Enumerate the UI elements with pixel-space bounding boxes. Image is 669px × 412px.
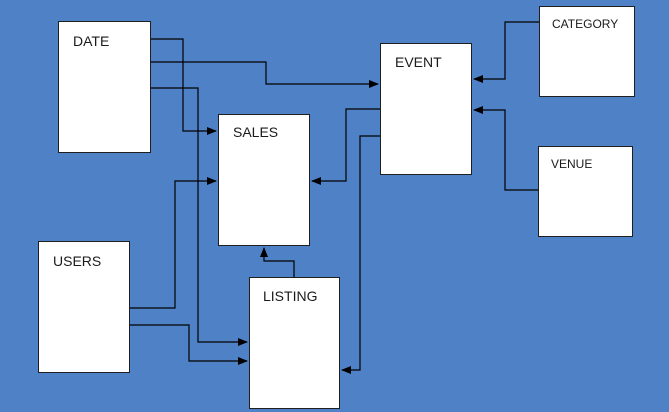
entity-users: USERS bbox=[38, 241, 130, 373]
connector-listing-sales bbox=[260, 247, 295, 277]
entity-date: DATE bbox=[58, 21, 151, 153]
entity-category: CATEGORY bbox=[539, 6, 635, 97]
entity-date-label: DATE bbox=[73, 33, 110, 49]
entity-sales: SALES bbox=[218, 114, 310, 246]
connector-venue-event bbox=[473, 106, 538, 191]
connector-event-sales bbox=[311, 108, 380, 185]
connector-date-event bbox=[151, 61, 379, 88]
entity-venue: VENUE bbox=[538, 146, 633, 237]
connector-users-listing bbox=[130, 324, 248, 365]
connector-date-listing bbox=[151, 87, 248, 346]
entity-event: EVENT bbox=[380, 43, 472, 175]
entity-listing: LISTING bbox=[249, 277, 340, 409]
connector-category-event bbox=[473, 21, 539, 83]
entity-category-label: CATEGORY bbox=[552, 17, 619, 31]
connector-users-sales bbox=[130, 177, 217, 309]
entity-users-label: USERS bbox=[53, 253, 102, 269]
connector-event-listing bbox=[341, 135, 380, 374]
connector-date-sales bbox=[151, 38, 217, 135]
entity-venue-label: VENUE bbox=[551, 157, 593, 171]
entity-listing-label: LISTING bbox=[263, 288, 318, 304]
entity-sales-label: SALES bbox=[233, 124, 279, 140]
entity-event-label: EVENT bbox=[395, 54, 442, 70]
